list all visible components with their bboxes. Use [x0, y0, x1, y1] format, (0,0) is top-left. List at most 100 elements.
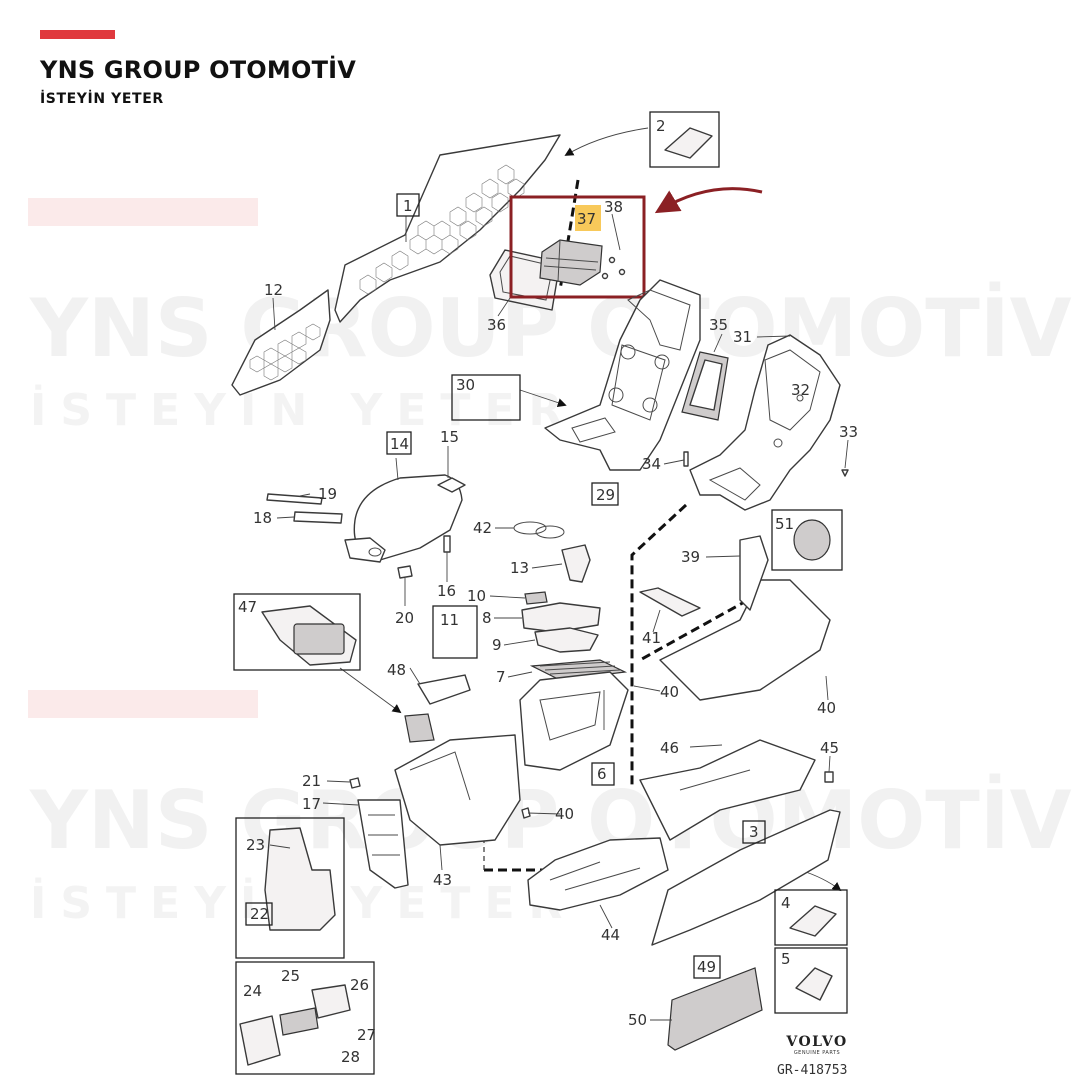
- part-label: 22: [250, 905, 269, 923]
- mat-part-41: [639, 587, 701, 617]
- leader-line: [756, 335, 791, 338]
- header-accent-bar: [40, 30, 115, 39]
- bracket-part-17-frame: [357, 799, 409, 889]
- part-label: 24: [243, 982, 262, 1000]
- part-label: 41: [642, 629, 661, 647]
- part-label: 14: [390, 435, 409, 453]
- brand-slogan: İSTEYİN YETER: [40, 91, 164, 107]
- part-label: 1: [403, 197, 413, 215]
- watermark-bar: [28, 198, 258, 226]
- part-label: 10: [467, 587, 486, 605]
- side-panel-part-43: [394, 734, 521, 846]
- part-label: 33: [839, 423, 858, 441]
- leader-line: [269, 844, 291, 849]
- leader-line: [409, 667, 421, 685]
- watermark-title: YNS GROUP OTOMOTİV: [29, 773, 1072, 867]
- part-label: 4: [781, 894, 791, 912]
- leader-line: [439, 844, 443, 871]
- leader-line: [531, 563, 563, 569]
- leader-line: [705, 555, 741, 558]
- part-label: 42: [473, 519, 492, 537]
- part-label: 46: [660, 739, 679, 757]
- watermark-bar: [28, 690, 258, 718]
- usb-group-parts-24-28: [235, 961, 375, 1075]
- part-label: 17: [302, 795, 321, 813]
- leader-line: [497, 297, 511, 317]
- part-label: 34: [642, 455, 661, 473]
- part-label: 19: [318, 485, 337, 503]
- part-label: 45: [820, 739, 839, 757]
- part-label: 48: [387, 661, 406, 679]
- leader-line: [828, 755, 831, 773]
- part-label: 27: [357, 1026, 376, 1044]
- connector-line: [639, 598, 749, 662]
- screw-part-33: [841, 469, 849, 477]
- switch-part-47: [261, 605, 357, 666]
- part-label: 8: [482, 609, 492, 627]
- watermark: YNS GROUP OTOMOTİV İSTEYİN YETER YNS GRO…: [28, 198, 1072, 929]
- leader-line: [272, 297, 276, 331]
- volvo-logo-sub: GENUINE PARTS: [793, 1050, 841, 1056]
- leader-line: [276, 516, 295, 519]
- part-label: 13: [510, 559, 529, 577]
- trim-panel-part-1: [334, 134, 561, 323]
- label-box: [693, 955, 721, 979]
- arrow: [519, 389, 567, 407]
- diagram-reference-code: GR-418753: [777, 1063, 848, 1078]
- arrow: [564, 127, 649, 156]
- part-label: 18: [253, 509, 272, 527]
- latch-part-15: [437, 477, 466, 493]
- part-label: 38: [604, 198, 623, 216]
- label-box: [432, 605, 478, 659]
- part-label: 35: [709, 316, 728, 334]
- leader-line: [322, 802, 359, 806]
- part-label: 23: [246, 836, 265, 854]
- leader-line: [599, 904, 613, 929]
- part-label: 51: [775, 515, 794, 533]
- hinge-pins-part-18-19: [266, 493, 343, 524]
- watermark-slogan: İSTEYİN YETER: [30, 383, 576, 436]
- leader-line: [652, 609, 661, 633]
- clip-box-part-5: [774, 947, 848, 1014]
- storage-bin-part-6: [519, 671, 629, 771]
- ring-part-42: [513, 521, 565, 539]
- volvo-logo: VOLVO GENUINE PARTS: [780, 1034, 854, 1056]
- cup-holder-part-13: [561, 544, 591, 583]
- part-label: 2: [656, 117, 666, 135]
- clip-part-10: [524, 591, 548, 605]
- leader-line: [527, 812, 561, 815]
- part-label: 32: [791, 381, 810, 399]
- console-housing-part-31: [689, 334, 841, 511]
- part-label: 12: [264, 281, 283, 299]
- part-label: 15: [440, 428, 459, 446]
- insert-part-9: [534, 627, 599, 653]
- part-label: 11: [440, 611, 459, 629]
- highlight-arrow: [654, 187, 763, 214]
- part-labels: 1 2 12 38 36 35 31 32 33 34 30 29 14 15 …: [238, 117, 858, 1066]
- part-label: 3: [749, 823, 759, 841]
- label-box: [591, 482, 619, 506]
- brand-title: YNS GROUP OTOMOTİV: [40, 56, 357, 84]
- mesh-panel-part-50: [667, 967, 763, 1051]
- leader-line: [844, 439, 849, 469]
- roller-cover-part-7: [529, 659, 628, 681]
- label-box: [451, 374, 521, 421]
- connector-line: [630, 503, 688, 785]
- screw-part-40: [521, 807, 531, 819]
- leader-line: [507, 671, 533, 678]
- disc-part-51: [771, 509, 843, 571]
- part-label: 28: [341, 1048, 360, 1066]
- leader-line: [663, 459, 685, 465]
- part-label: 36: [487, 316, 506, 334]
- label-box: [396, 193, 420, 217]
- part-label: 44: [601, 926, 620, 944]
- part-label: 25: [281, 967, 300, 985]
- volvo-logo-word: VOLVO: [786, 1034, 848, 1050]
- label-box: [591, 762, 615, 786]
- part-label: 26: [350, 976, 369, 994]
- console-top-part-29: [544, 279, 701, 471]
- leader-line: [689, 744, 723, 748]
- console-base-part-44: [527, 837, 669, 911]
- label-box: [742, 820, 766, 844]
